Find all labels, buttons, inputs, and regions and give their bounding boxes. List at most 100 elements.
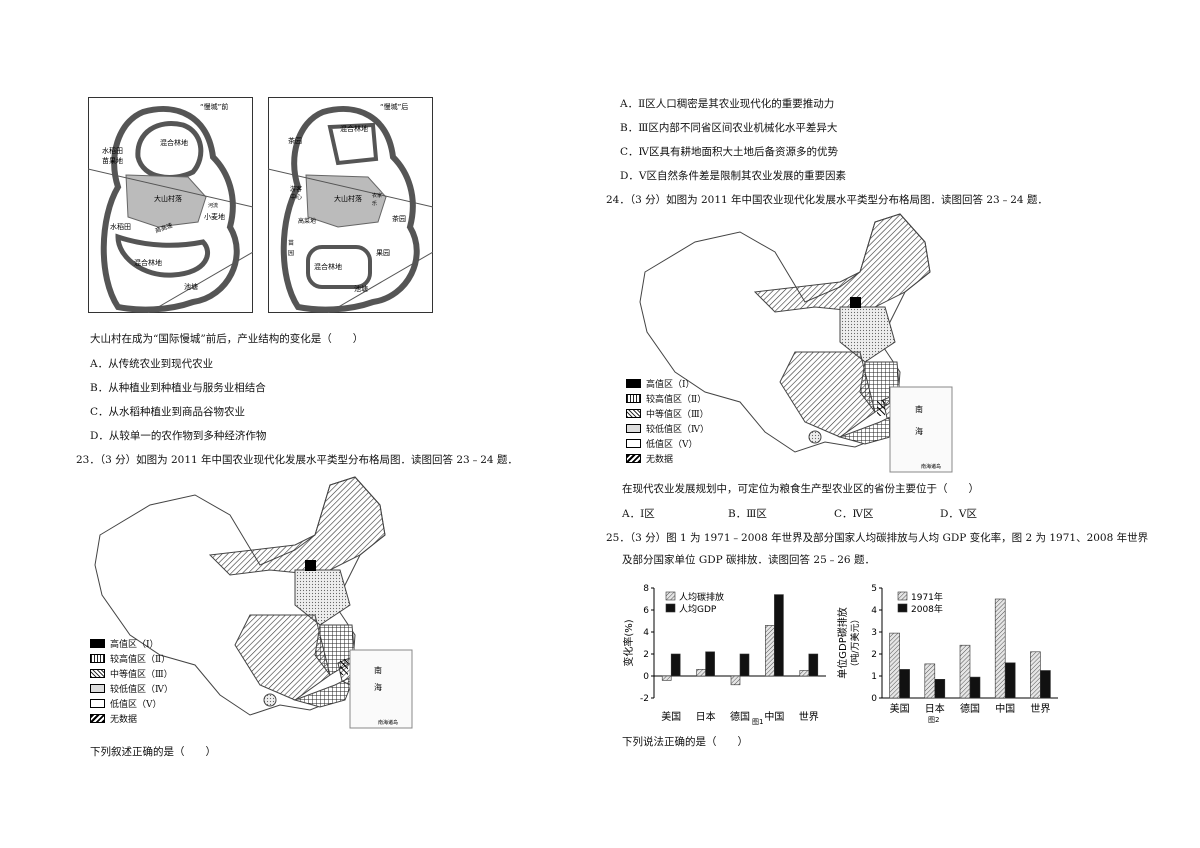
map-label: 茶园 — [288, 136, 302, 145]
x-tick-label: 日本 — [925, 702, 945, 715]
q24-option-d[interactable]: D．Ⅴ区 — [940, 508, 978, 520]
bar-德国-1971年 — [959, 644, 971, 699]
legend-label: 人均GDP — [679, 603, 717, 615]
y-tick-label: 6 — [643, 606, 649, 616]
bar-美国-2008年 — [899, 669, 910, 699]
q25-stem-1: 25．（3 分）图 1 为 1971﹣2008 年世界及部分国家人均碳排放与人均… — [606, 532, 1149, 544]
q22-option-d[interactable]: D．从较单一的农作物到多种经济作物 — [90, 430, 267, 442]
legend-label: 2008年 — [911, 603, 943, 615]
map-label: 池塘 — [184, 282, 198, 291]
bar-日本-人均碳排放 — [696, 669, 706, 677]
map-label: 水稻田 — [110, 222, 131, 231]
q22-option-c[interactable]: C．从水稻种植业到商品谷物农业 — [90, 406, 246, 418]
q24-after: 在现代农业发展规划中，可定位为粮食生产型农业区的省份主要位于（ ） — [622, 483, 979, 495]
q23-stem: 23．（3 分）如图为 2011 年中国农业现代化发展水平类型分布格局图．读图回… — [76, 454, 518, 466]
bar-德国-2008年 — [969, 676, 981, 699]
q23-option-d[interactable]: D．Ⅴ区自然条件差是限制其农业发展的重要因素 — [620, 170, 847, 182]
legend-q23: 高值区（Ⅰ） 较高值区（Ⅱ） 中等值区（Ⅲ） 较低值区（Ⅳ） 低值区（Ⅴ） 无数… — [90, 636, 173, 726]
bar-德国-人均GDP — [739, 653, 750, 677]
bar-美国-人均碳排放 — [661, 675, 672, 681]
china-map-q23: 南 海 南海诸岛 — [94, 476, 413, 729]
legend-upper: 较高值区（Ⅱ） — [110, 655, 171, 665]
legend-lower: 较低值区（Ⅳ） — [646, 425, 709, 435]
inset-south-1: 南 — [374, 665, 382, 675]
q23-after: 下列叙述正确的是（ ） — [90, 746, 216, 758]
legend-swatch — [665, 603, 676, 613]
inset-footer: 南海诸岛 — [378, 719, 398, 726]
map-label: 池塘 — [354, 284, 368, 293]
village-map-before: “慢城”前 混合林地 水稻田 苗果地 大山村落 小麦地 水稻田 混合林地 池塘 … — [88, 97, 253, 313]
y-tick-label: 0 — [643, 672, 649, 682]
map-label: 园 — [288, 250, 294, 257]
q24-option-c[interactable]: C．Ⅳ区 — [834, 508, 874, 520]
map-label: 小麦地 — [204, 212, 225, 221]
legend-low: 低值区（Ⅴ） — [110, 700, 162, 710]
bar-德国-人均碳排放 — [730, 675, 741, 686]
q22-option-a[interactable]: A．从传统农业到现代农业 — [90, 358, 214, 370]
china-map-q24: 南 海 南海诸岛 — [639, 213, 953, 473]
map-label: 混合林地 — [340, 124, 368, 133]
map-label: 大山村落 — [154, 194, 182, 203]
chart-fig1: -202468美国日本德国中国世界人均碳排放人均GDP变化率(%)图1 — [622, 584, 826, 726]
bar-美国-1971年 — [889, 632, 900, 699]
q22-stem: 大山村在成为“国际慢城”前后，产业结构的变化是（ ） — [90, 333, 364, 345]
legend-high: 高值区（Ⅰ） — [646, 380, 695, 390]
legend-middle: 中等值区（Ⅲ） — [110, 670, 173, 680]
y-tick-label: 3 — [871, 628, 877, 638]
inset-footer: 南海诸岛 — [921, 463, 941, 470]
y-tick-label: 5 — [871, 584, 877, 594]
y-tick-label: 4 — [871, 606, 877, 616]
chart-fig2: 012345美国日本德国中国世界1971年2008年单位GDP碳排放（吨/万美元… — [836, 584, 1058, 724]
legend-middle: 中等值区（Ⅲ） — [646, 410, 709, 420]
bar-中国-1971年 — [994, 598, 1006, 699]
map-label: 水稻田 — [102, 146, 123, 155]
x-tick-label: 德国 — [960, 702, 980, 715]
y-tick-label: -2 — [640, 694, 649, 704]
inset-south-1: 南 — [915, 404, 923, 414]
map-label: 游客 — [290, 185, 302, 193]
map-after-title: “慢城”后 — [380, 102, 408, 111]
map-label: 乐 — [372, 200, 377, 207]
y-axis-unit: （吨/万美元） — [849, 614, 861, 671]
bar-日本-2008年 — [934, 679, 946, 699]
map-label: 苗果地 — [102, 156, 123, 165]
legend-swatch — [897, 591, 908, 601]
map-label: 中心 — [290, 193, 302, 201]
q23-option-c[interactable]: C．Ⅳ区具有耕地面积大土地后备资源多的优势 — [620, 146, 839, 158]
bar-世界-1971年 — [1030, 651, 1041, 699]
bar-美国-人均GDP — [670, 653, 681, 677]
map-label: 苗 — [288, 239, 294, 247]
legend-label: 人均碳排放 — [679, 591, 724, 603]
q25-after: 下列说法正确的是（ ） — [622, 736, 748, 748]
bar-中国-2008年 — [1004, 662, 1016, 699]
inset-south-2: 海 — [915, 426, 923, 436]
bar-世界-人均碳排放 — [799, 670, 810, 677]
q23-option-b[interactable]: B．Ⅲ区内部不同省区间农业机械化水平差异大 — [620, 122, 838, 134]
map-label: 大山村落 — [334, 194, 362, 203]
x-tick-label: 世界 — [799, 711, 819, 723]
map-label: 混合林地 — [134, 258, 162, 267]
map-label: 河流 — [208, 202, 218, 209]
q22-option-b[interactable]: B．从种植业到种植业与服务业相结合 — [90, 382, 266, 394]
q24-option-a[interactable]: A．Ⅰ区 — [622, 508, 655, 520]
q23-option-a[interactable]: A．Ⅱ区人口稠密是其农业现代化的重要推动力 — [620, 98, 835, 110]
y-axis-label: 单位GDP碳排放 — [836, 607, 849, 678]
bar-中国-人均GDP — [774, 594, 784, 677]
x-tick-label: 德国 — [730, 710, 750, 723]
bar-世界-人均GDP — [808, 653, 819, 677]
bar-日本-人均GDP — [705, 651, 715, 677]
x-tick-label: 美国 — [890, 702, 910, 715]
bar-中国-人均碳排放 — [765, 625, 775, 677]
y-tick-label: 1 — [871, 672, 877, 682]
legend-high: 高值区（Ⅰ） — [110, 640, 159, 650]
x-tick-label: 世界 — [1030, 703, 1050, 715]
legend-upper: 较高值区（Ⅱ） — [646, 395, 707, 405]
legend-nodata: 无数据 — [646, 455, 674, 465]
x-tick-label: 中国 — [764, 710, 784, 723]
q25-stem-2: 及部分国家单位 GDP 碳排放．读图回答 25﹣26 题． — [622, 554, 875, 566]
map-label: 高菜地 — [298, 217, 316, 225]
inset-south-2: 海 — [374, 682, 382, 692]
q24-option-b[interactable]: B．Ⅲ区 — [728, 508, 767, 520]
legend-q24: 高值区（Ⅰ） 较高值区（Ⅱ） 中等值区（Ⅲ） 较低值区（Ⅳ） 低值区（Ⅴ） 无数… — [626, 376, 709, 466]
map-label: 果园 — [376, 249, 390, 257]
